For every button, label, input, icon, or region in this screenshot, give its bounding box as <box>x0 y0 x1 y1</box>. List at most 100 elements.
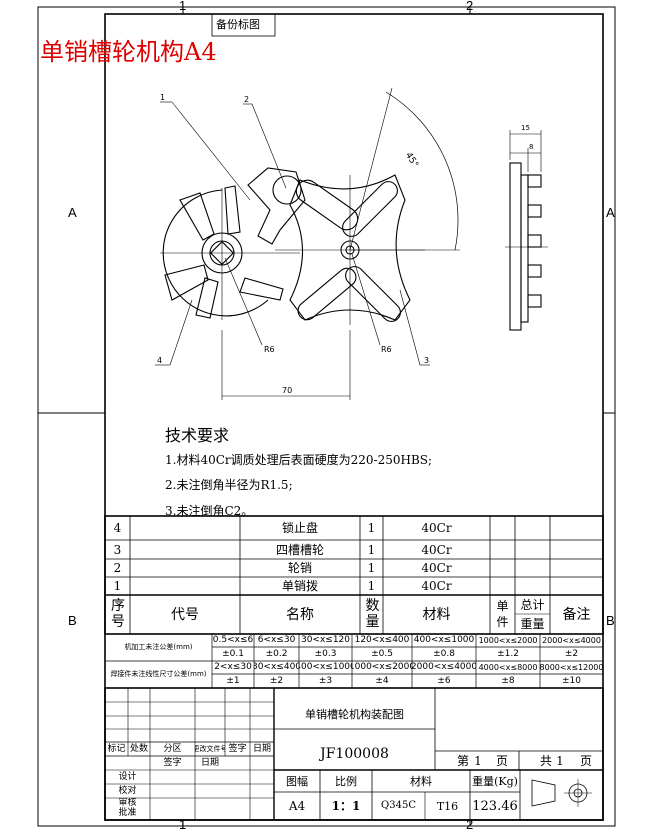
drawing-number: JF100008 <box>320 746 389 762</box>
tol1-range-7: 2000<x≤4000 <box>542 635 601 645</box>
bom-row-1-no: 1 <box>113 579 122 593</box>
bom-header-total-weight: 总计 <box>520 597 545 612</box>
tol2-value-4: ±4 <box>375 675 389 686</box>
bom-row-4-material: 40Cr <box>421 521 452 535</box>
bom-row-4-no: 4 <box>113 521 122 535</box>
rev-label-mark: 标记 <box>107 743 126 754</box>
tolerance-row1-label: 机加工未注公差(mm) <box>124 643 193 651</box>
tol2-value-3: ±3 <box>318 675 333 686</box>
rev-label-date: 日期 <box>252 743 271 754</box>
tol1-value-3: ±0.3 <box>314 648 337 659</box>
zone-top-1: 1 <box>179 0 187 13</box>
sheet-suffix: 页 <box>495 753 508 768</box>
requirement-1: 1.材料40Cr调质处理后表面硬度为220-250HBS; <box>165 453 433 467</box>
bom-row-2-no: 2 <box>113 561 122 575</box>
format-value: A4 <box>288 799 306 813</box>
tol1-value-4: ±0.5 <box>371 648 393 659</box>
bom-row-2-qty: 1 <box>367 561 376 575</box>
bom-row-1-name: 单销拨 <box>281 579 318 593</box>
assembly-name: 单销槽轮机构装配图 <box>305 707 404 721</box>
bom-header-no: 序号 <box>111 598 125 630</box>
zone-left-b: B <box>68 613 77 628</box>
sign-label-approve: 批准 <box>118 808 137 818</box>
tol2-value-2: ±2 <box>269 675 284 686</box>
tol1-range-3: 30<x≤120 <box>300 635 351 645</box>
sheet-prefix: 第 <box>456 753 469 768</box>
sign-col-sign: 签字 <box>163 757 182 768</box>
rev-label-count: 处数 <box>129 743 148 754</box>
tol1-range-2: 6<x≤30 <box>257 635 296 645</box>
tol1-value-2: ±0.2 <box>265 648 288 659</box>
tol2-range-5: 2000<x≤4000 <box>412 662 476 672</box>
bom-row-3-name: 四槽槽轮 <box>275 542 324 557</box>
bom-row-1-qty: 1 <box>367 579 376 593</box>
sign-label-review: 审核 <box>118 798 137 808</box>
balloon-3: 3 <box>424 356 430 365</box>
sign-label-check: 校对 <box>118 785 137 796</box>
center-distance-dimension: 70 <box>282 386 293 395</box>
zone-bottom-1: 1 <box>179 817 187 832</box>
sheet-number: 1 <box>474 753 482 768</box>
sheet-stamp: 备份标图 <box>216 18 260 31</box>
zone-top-2: 2 <box>466 0 474 13</box>
balloon-2: 2 <box>244 95 250 104</box>
bom-row-2-material: 40Cr <box>421 561 452 575</box>
weight-value: 123.46 <box>472 798 518 814</box>
bom-row-4-name: 锁止盘 <box>281 521 318 535</box>
tol2-range-2: 30<x≤400 <box>254 662 299 672</box>
tol2-value-6: ±8 <box>501 675 515 686</box>
projection-symbol-icon <box>530 778 596 808</box>
radius-left: R6 <box>264 345 275 354</box>
tol1-value-6: ±1.2 <box>497 648 519 659</box>
material-label: 材料 <box>410 774 432 788</box>
format-label: 图幅 <box>286 774 308 788</box>
bom-row-1-material: 40Cr <box>421 579 452 593</box>
side-dimension-outer: 15 <box>521 124 530 132</box>
rev-label-sign: 签字 <box>228 743 247 754</box>
tol1-range-6: 1000<x≤2000 <box>478 635 538 645</box>
side-dimension-inner: 8 <box>529 143 534 151</box>
tol2-value-5: ±6 <box>437 675 451 686</box>
tolerance-row2-label: 焊接件未注线性尺寸公差(mm) <box>110 670 207 678</box>
bom-row-3-qty: 1 <box>367 542 376 557</box>
bom-header-unit-weight: 单件 <box>496 598 509 629</box>
tol1-range-1: 0.5<x≤6 <box>212 635 254 645</box>
zone-left-a: A <box>68 205 77 220</box>
zone-right-a: A <box>606 205 615 220</box>
zone-bottom-2: 2 <box>466 817 474 832</box>
tol2-range-7: 8000<x≤12000 <box>540 662 603 672</box>
tol2-range-3: 400<x≤1000 <box>299 662 352 672</box>
tol2-range-6: 4000<x≤8000 <box>478 662 538 672</box>
tol2-range-4: 1000<x≤2000 <box>352 662 412 672</box>
sign-label-design: 设计 <box>118 771 137 782</box>
tol1-range-4: 120<x≤400 <box>354 635 410 645</box>
tol2-value-7: ±10 <box>562 675 581 686</box>
material-value: Q345C <box>381 800 416 811</box>
sign-col-date: 日期 <box>200 757 219 768</box>
bom-row-4-qty: 1 <box>367 521 376 535</box>
bom-header-name: 名称 <box>286 606 314 623</box>
tol2-value-1: ±1 <box>226 675 240 686</box>
bom-header-material: 材料 <box>422 606 451 623</box>
tol2-range-1: 2<x≤30 <box>214 662 252 672</box>
scale-label: 比例 <box>335 774 357 788</box>
scale-value: 1：1 <box>331 799 361 813</box>
requirement-2: 2.未注倒角半径为R1.5; <box>165 478 293 492</box>
zone-right-b: B <box>606 613 615 628</box>
bom-row-3-no: 3 <box>113 542 122 557</box>
bom-header-weight: 重量 <box>520 617 545 631</box>
balloon-1: 1 <box>160 93 166 102</box>
total-number: 1 <box>556 753 564 768</box>
bom-header-code: 代号 <box>171 606 199 623</box>
total-prefix: 共 <box>539 753 552 768</box>
rev-label-doc: 更改文件号 <box>195 744 225 753</box>
requirement-3: 3.未注倒角C2。 <box>165 504 254 518</box>
tol1-value-5: ±0.8 <box>433 648 455 659</box>
weight-label: 重量(Kg) <box>472 774 518 788</box>
tol1-value-7: ±2 <box>564 648 579 659</box>
sheet-title: 单销槽轮机构A4 <box>40 38 217 66</box>
balloon-4: 4 <box>157 356 163 365</box>
rev-label-zone: 分区 <box>163 743 182 754</box>
radius-right: R6 <box>381 345 392 354</box>
